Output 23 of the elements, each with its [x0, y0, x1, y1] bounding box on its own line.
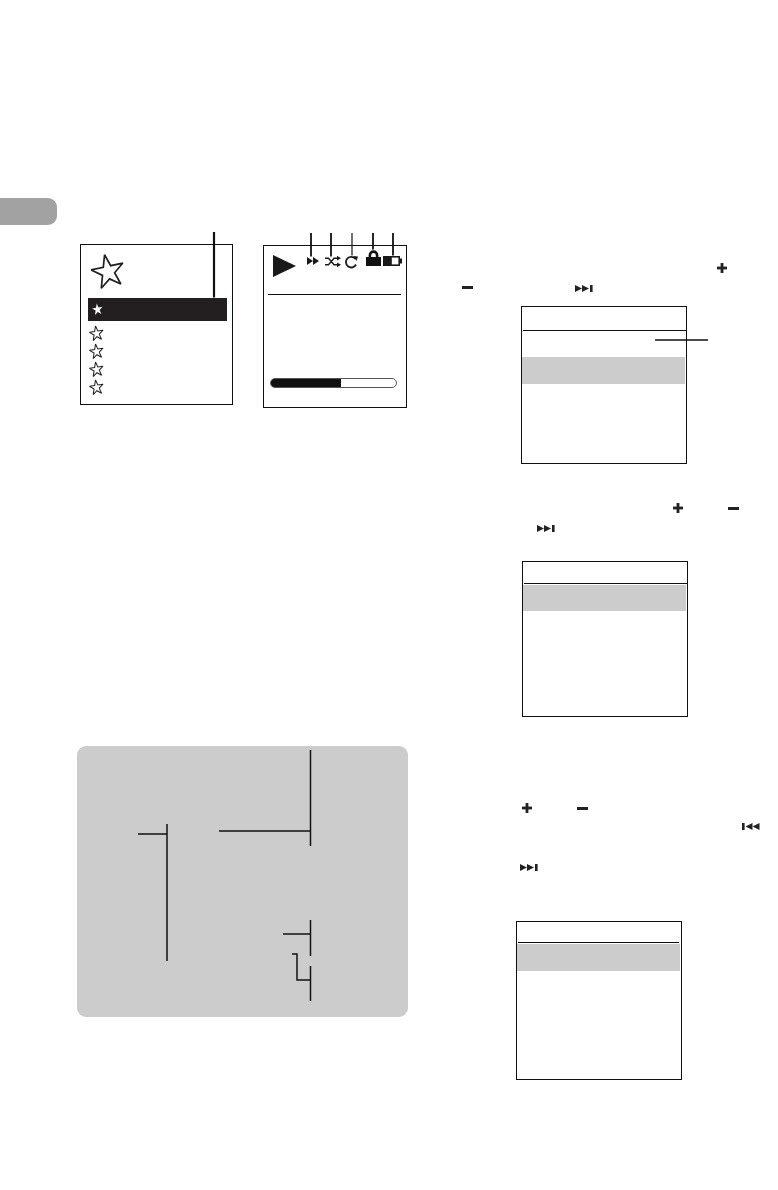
fast-forward-icon — [306, 256, 319, 265]
section-tab — [0, 198, 57, 225]
display-screen — [263, 245, 407, 408]
highlight-bar — [87, 297, 227, 321]
leader-line — [372, 232, 374, 251]
shuffle-icon — [324, 256, 341, 266]
highlight-bar — [516, 943, 680, 971]
highlight-bar — [522, 584, 686, 611]
leader-line — [351, 232, 353, 257]
leader-line — [392, 232, 394, 257]
display-screen — [521, 306, 687, 464]
highlight-bar — [521, 356, 685, 384]
display-screen — [516, 921, 682, 1080]
leader-line — [310, 232, 312, 258]
display-screen — [522, 561, 688, 717]
leader-line — [654, 339, 709, 341]
leader-line — [212, 232, 216, 298]
repeat-icon — [343, 255, 358, 267]
info-panel — [77, 746, 408, 1017]
battery-icon — [382, 255, 402, 266]
lock-icon — [365, 249, 381, 266]
display-screen — [80, 244, 233, 405]
leader-line — [330, 232, 332, 258]
